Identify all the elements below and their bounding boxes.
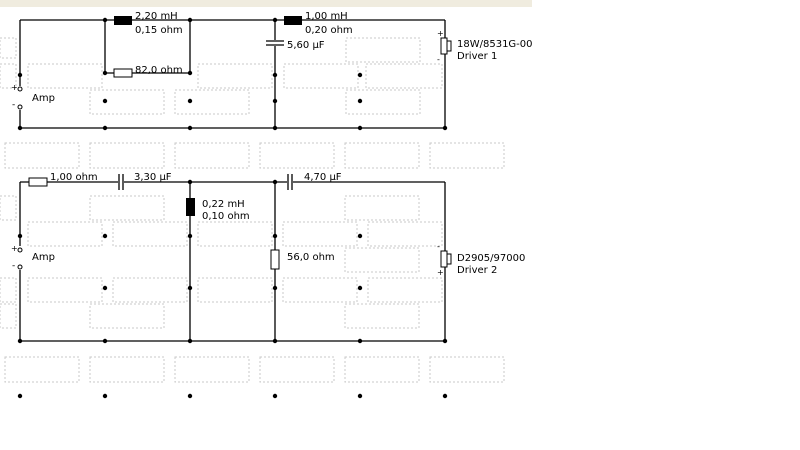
bottom-driver-plus-sign: +: [437, 268, 444, 277]
empty-slot[interactable]: [0, 277, 17, 303]
junction-dot: [357, 285, 363, 291]
empty-slot[interactable]: [27, 221, 103, 247]
top-inductor-2-symbol[interactable]: [284, 16, 302, 25]
empty-slot[interactable]: [283, 63, 359, 89]
empty-slot[interactable]: [344, 303, 420, 329]
junction-dot: [187, 98, 193, 104]
junction-dot: [357, 233, 363, 239]
empty-slot[interactable]: [345, 89, 421, 115]
empty-slot[interactable]: [365, 63, 443, 89]
junction-dot: [102, 98, 108, 104]
junction-dot: [102, 393, 108, 399]
empty-slot[interactable]: [429, 142, 505, 169]
top-capacitor-shunt-value: 5,60 µF: [287, 40, 325, 51]
empty-slot-grid: [0, 37, 505, 383]
top-capacitor-shunt-symbol[interactable]: [266, 40, 284, 46]
junction-dot: [357, 393, 363, 399]
empty-slot[interactable]: [89, 142, 165, 169]
junction-dot: [17, 393, 23, 399]
empty-slot[interactable]: [112, 221, 188, 247]
empty-slot[interactable]: [27, 277, 103, 303]
top-inductor-2-value: 1,00 mH: [305, 11, 348, 22]
top-amp-label: Amp: [32, 93, 55, 104]
top-driver-symbol[interactable]: [440, 37, 452, 55]
bottom-capacitor-1-symbol[interactable]: [118, 173, 124, 191]
empty-slot[interactable]: [89, 89, 165, 115]
bottom-resistor-shunt-value: 56,0 ohm: [287, 252, 335, 263]
bottom-resistor-series-symbol[interactable]: [28, 177, 48, 187]
bottom-driver-model: D2905/97000: [457, 253, 525, 264]
junction-dot: [442, 393, 448, 399]
bottom-driver-minus-sign: -: [437, 242, 440, 251]
bottom-capacitor-2-symbol[interactable]: [287, 173, 293, 191]
bottom-driver-symbol[interactable]: [440, 250, 452, 268]
empty-slot[interactable]: [27, 63, 103, 89]
empty-slot[interactable]: [344, 195, 420, 221]
top-amp-plus: +: [11, 83, 18, 92]
bottom-resistor-series-value: 1,00 ohm: [50, 172, 98, 183]
empty-slot[interactable]: [0, 195, 17, 221]
empty-slot[interactable]: [197, 63, 273, 89]
top-amp-minus: -: [12, 100, 15, 110]
empty-slot[interactable]: [282, 221, 358, 247]
top-inductor-1-resistance: 0,15 ohm: [135, 25, 183, 36]
empty-slot[interactable]: [429, 356, 505, 383]
top-strip: [0, 0, 532, 7]
top-circuit: [19, 19, 446, 129]
empty-slot[interactable]: [197, 221, 273, 247]
junction-dot: [272, 393, 278, 399]
junction-dot: [187, 393, 193, 399]
empty-slot[interactable]: [367, 277, 443, 303]
empty-slot[interactable]: [4, 356, 80, 383]
bottom-inductor-shunt-value: 0,22 mH: [202, 199, 245, 210]
empty-slot[interactable]: [112, 277, 188, 303]
top-inductor-1-value: 2,20 mH: [135, 11, 178, 22]
empty-slot[interactable]: [89, 195, 165, 221]
empty-slot[interactable]: [344, 247, 420, 273]
empty-slot[interactable]: [0, 63, 17, 89]
top-driver-plus-sign: +: [437, 29, 444, 38]
empty-slot[interactable]: [89, 303, 165, 329]
bottom-inductor-shunt-symbol[interactable]: [186, 198, 195, 216]
bottom-circuit: [19, 181, 446, 342]
empty-slot[interactable]: [89, 356, 165, 383]
top-resistor-parallel-value: 82,0 ohm: [135, 65, 183, 76]
junction-dot: [357, 98, 363, 104]
bottom-amp-plus: +: [11, 244, 18, 253]
empty-slot[interactable]: [174, 142, 250, 169]
empty-slot[interactable]: [174, 356, 250, 383]
top-resistor-parallel-symbol[interactable]: [113, 68, 133, 78]
empty-slot[interactable]: [0, 303, 17, 329]
bottom-capacitor-2-value: 4,70 µF: [304, 172, 342, 183]
top-driver-minus-sign: -: [437, 55, 440, 64]
empty-slot[interactable]: [344, 356, 420, 383]
junction-dot: [357, 72, 363, 78]
empty-slot[interactable]: [259, 142, 335, 169]
top-inductor-2-resistance: 0,20 ohm: [305, 25, 353, 36]
bottom-amp-minus: -: [12, 261, 15, 271]
bottom-capacitor-1-value: 3,30 µF: [134, 172, 172, 183]
top-amp-terminals[interactable]: [17, 86, 23, 110]
empty-slot[interactable]: [197, 277, 273, 303]
empty-slot[interactable]: [0, 37, 17, 59]
empty-slot[interactable]: [259, 356, 335, 383]
empty-slot[interactable]: [282, 277, 358, 303]
empty-slot[interactable]: [174, 89, 250, 115]
empty-slot[interactable]: [367, 221, 443, 247]
top-inductor-1-symbol[interactable]: [114, 16, 132, 25]
junction-dot: [102, 233, 108, 239]
bottom-amp-terminals[interactable]: [17, 247, 23, 270]
bottom-amp-label: Amp: [32, 252, 55, 263]
bottom-resistor-shunt-symbol[interactable]: [270, 249, 280, 270]
junction-dot: [102, 285, 108, 291]
empty-slot[interactable]: [345, 37, 421, 63]
top-driver-model: 18W/8531G-00: [457, 39, 533, 50]
bottom-inductor-shunt-resistance: 0,10 ohm: [202, 211, 250, 222]
bottom-driver-name: Driver 2: [457, 265, 497, 276]
empty-slot[interactable]: [4, 142, 80, 169]
top-driver-name: Driver 1: [457, 51, 497, 62]
empty-slot[interactable]: [344, 142, 420, 169]
